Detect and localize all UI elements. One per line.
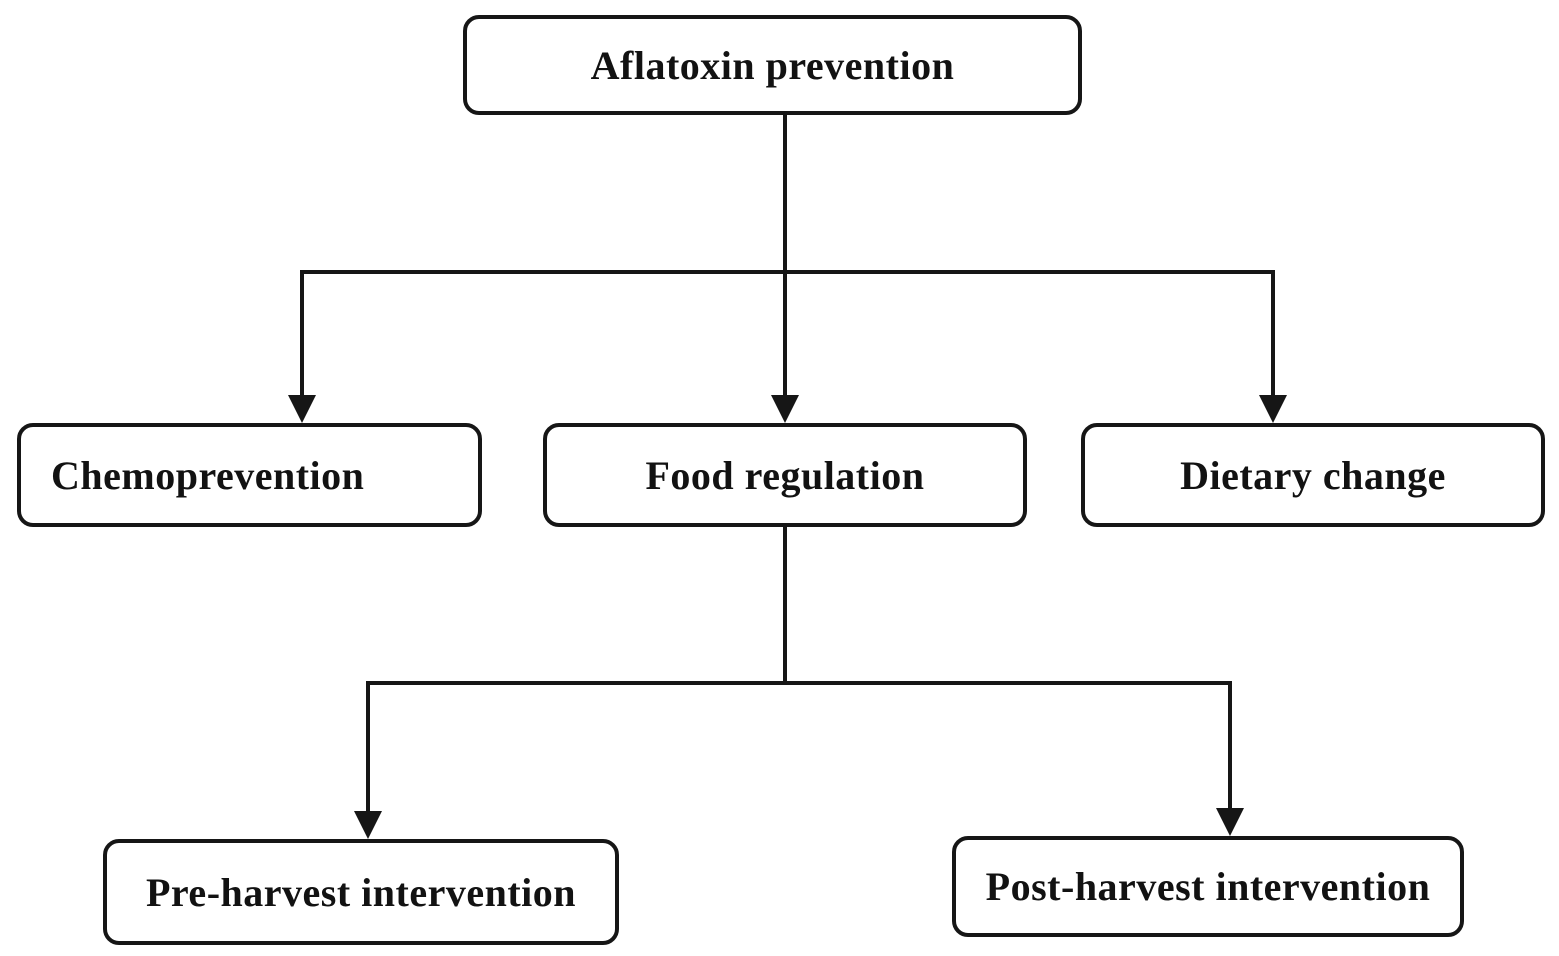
- arrowhead-icon: [1216, 808, 1244, 836]
- arrowhead-icon: [771, 395, 799, 423]
- node-label: Pre-harvest intervention: [145, 869, 577, 915]
- arrowhead-icon: [288, 395, 316, 423]
- node-food-regulation: Food regulation: [543, 423, 1027, 527]
- node-label: Post-harvest intervention: [985, 864, 1431, 909]
- node-chemoprevention: Chemoprevention: [17, 423, 482, 527]
- node-label: Chemoprevention: [51, 452, 365, 498]
- node-label: Food regulation: [645, 452, 925, 498]
- node-label: Aflatoxin prevention: [590, 42, 955, 88]
- node-pre-harvest-intervention: Pre-harvest intervention: [103, 839, 619, 945]
- node-dietary-change: Dietary change: [1081, 423, 1545, 527]
- node-label: Dietary change: [1180, 452, 1446, 498]
- node-aflatoxin-prevention: Aflatoxin prevention: [463, 15, 1082, 115]
- node-post-harvest-intervention: Post-harvest intervention: [952, 836, 1464, 937]
- arrowhead-icon: [354, 811, 382, 839]
- arrowhead-icon: [1259, 395, 1287, 423]
